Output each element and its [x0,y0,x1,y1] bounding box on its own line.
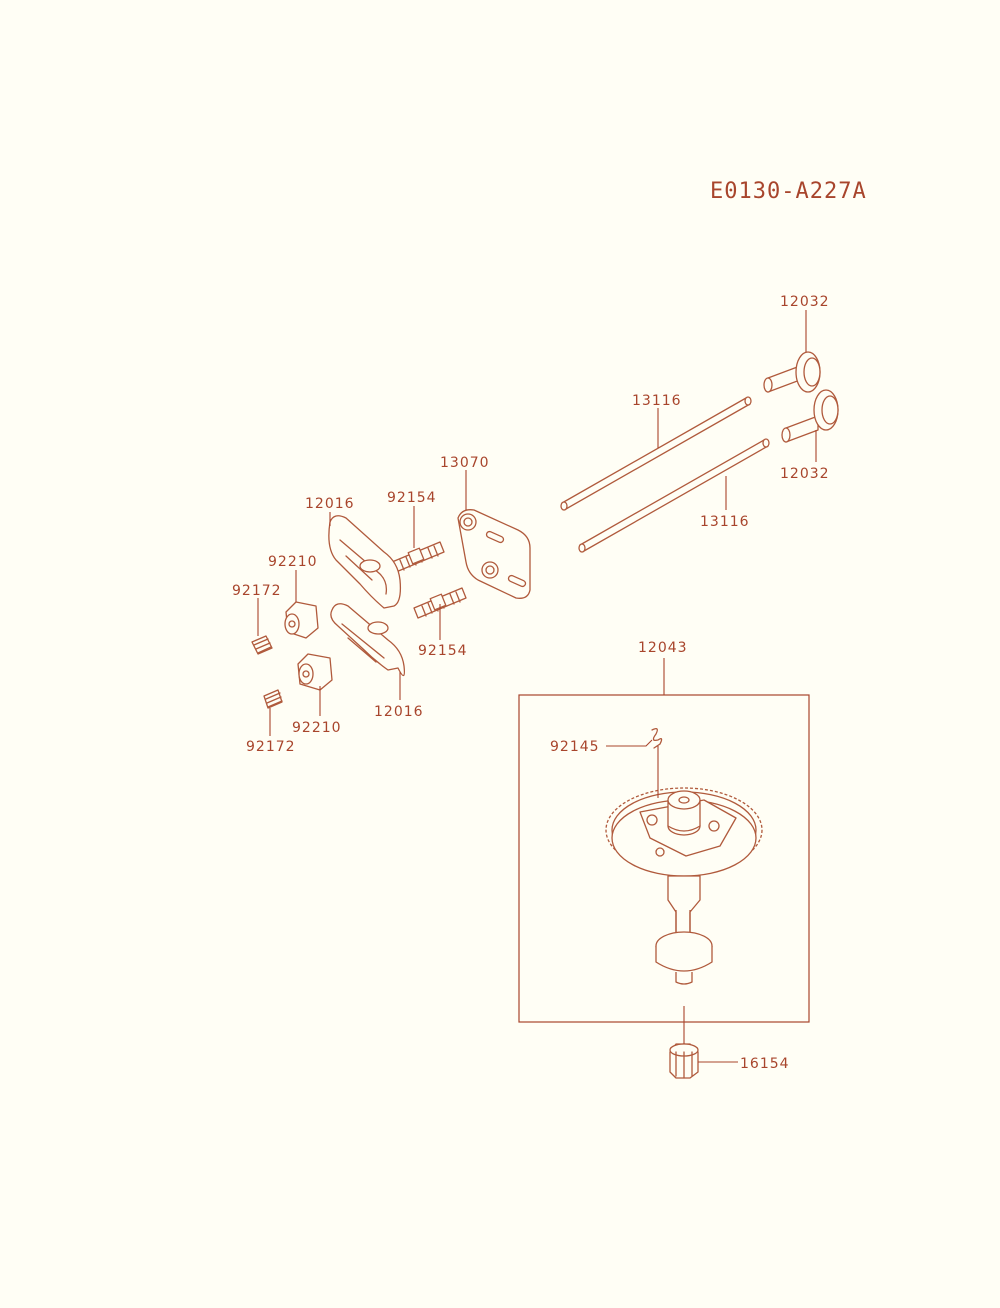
oil-pump-rotor[interactable] [669,1043,699,1079]
pushrod-a[interactable] [560,396,752,511]
callout-rocker-b: 12016 [374,704,424,720]
diagram-code: E0130-A227A [710,179,867,204]
callout-rocker-a: 12016 [305,496,355,512]
spring[interactable] [651,728,663,749]
callout-camshaft-assembly: 12043 [638,640,688,656]
callout-setscrew-a: 92172 [232,583,282,599]
callout-setscrew-b: 92172 [246,739,296,755]
stud-b[interactable] [413,587,467,619]
callout-valve-a: 12032 [780,294,830,310]
callout-nut-a: 92210 [268,554,318,570]
callout-pushrod-a: 13116 [632,393,682,409]
stud-a[interactable] [391,541,445,573]
callout-valve-b: 12032 [780,466,830,482]
rocker-arm-a[interactable] [328,515,402,609]
guide-plate[interactable] [457,509,531,599]
setscrew-b[interactable] [263,689,283,709]
rocker-arm-b[interactable] [330,603,406,677]
callout-stud-b: 92154 [418,643,468,659]
callout-guide-plate: 13070 [440,455,490,471]
nut-b[interactable] [297,653,333,691]
nut-a[interactable] [284,601,319,639]
pushrod-b[interactable] [578,438,770,553]
setscrew-a[interactable] [251,635,273,655]
callout-oil-pump-rotor: 16154 [740,1056,790,1072]
callout-stud-a: 92154 [387,490,437,506]
callout-pushrod-b: 13116 [700,514,750,530]
valve-a[interactable] [763,351,821,393]
callout-spring: 92145 [550,739,600,755]
valve-b[interactable] [781,389,839,443]
callout-nut-b: 92210 [292,720,342,736]
leader-lines [257,310,817,1063]
camshaft-assembly[interactable] [518,694,810,1023]
